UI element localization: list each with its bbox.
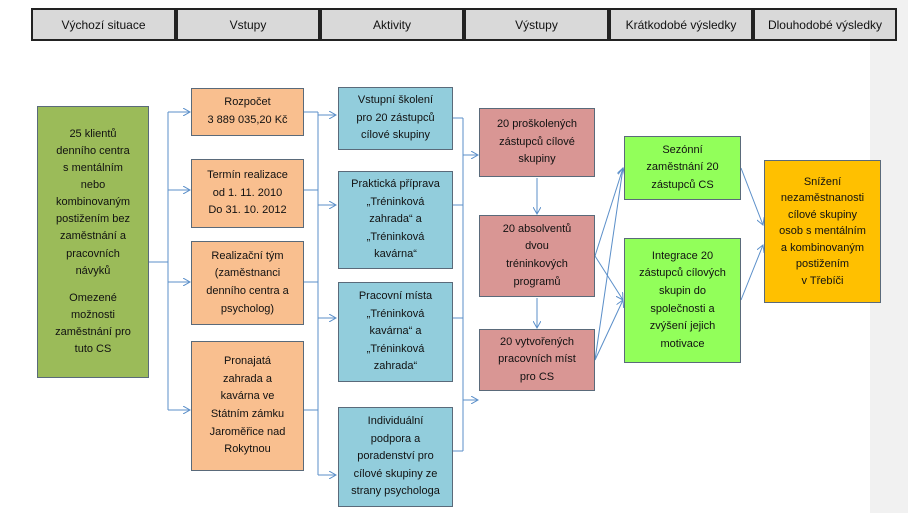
initial-situation-clients: 25 klientů denního centra s mentálním ne… [56,128,130,277]
long-term-unemployment-reduction: Snížení nezaměstnanosti cílové skupiny o… [764,160,881,303]
input-budget: Rozpočet 3 889 035,20 Kč [191,88,304,136]
arrow-jobs-to-seasonal [594,168,623,361]
header-activities: Aktivity [320,8,464,41]
activity-job-positions: Pracovní místa „Tréninková kavárna“ a „T… [338,282,453,382]
initial-situation-limited-employment: Omezené možnosti zaměstnání pro tuto CS [55,291,131,355]
header-short-term-results: Krátkodobé výsledky [609,8,753,41]
activity-individual-support: Individuální podpora a poradenství pro c… [338,407,453,507]
short-term-seasonal-employment: Sezónní zaměstnání 20 zástupců CS [624,136,741,200]
connector-activities-trunk [453,117,464,452]
input-venue: Pronajatá zahrada a kavárna ve Státním z… [191,341,304,471]
header-inputs: Vstupy [176,8,320,41]
output-program-graduates: 20 absolventů dvou tréninkových programů [479,215,595,297]
arrow-seasonal-to-long-term [740,167,763,225]
header-outputs: Výstupy [464,8,609,41]
connector-inputs-trunk [304,111,319,475]
output-trained-participants: 20 proškolených zástupců cílové skupiny [479,108,595,177]
header-initial-situation: Výchozí situace [31,8,176,41]
input-schedule: Termín realizace od 1. 11. 2010 Do 31. 1… [191,159,304,228]
arrow-to-integration [594,255,623,300]
activity-initial-training: Vstupní školení pro 20 zástupců cílové s… [338,87,453,150]
connector-initial-to-inputs [149,112,169,410]
short-term-social-integration: Integrace 20 zástupců cílových skupin do… [624,238,741,363]
arrow-integration-to-long-term [740,245,763,301]
activity-practical-preparation: Praktická příprava „Tréninková zahrada“ … [338,171,453,269]
header-long-term-results: Dlouhodobé výsledky [753,8,897,41]
initial-situation-box: 25 klientů denního centra s mentálním ne… [37,106,149,378]
arrow-jobs-to-integration [594,300,623,361]
input-team: Realizační tým (zaměstnanci denního cent… [191,241,304,325]
output-created-jobs: 20 vytvořených pracovních míst pro CS [479,329,595,391]
arrow-to-seasonal-employment [594,168,623,257]
